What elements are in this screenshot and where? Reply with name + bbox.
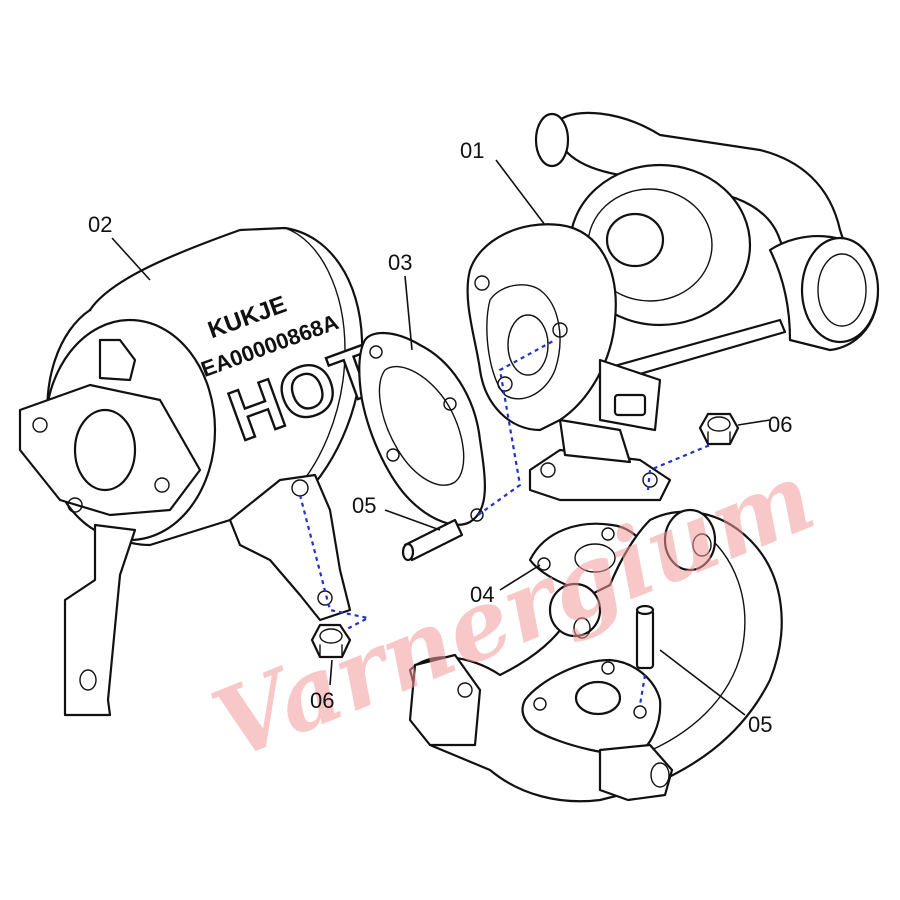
turbocharger: [466, 111, 880, 502]
callout-06-right: 06: [768, 412, 792, 437]
exhaust-manifold: [408, 508, 783, 803]
stud-lower: [635, 604, 655, 670]
callout-05-upper: 05: [352, 493, 376, 518]
callout-04: 04: [470, 582, 494, 607]
turbo-gasket: [358, 331, 486, 526]
assembly-guide-lines: [298, 339, 711, 706]
callout-02: 02: [88, 212, 112, 237]
callouts: 01 02 03 04 05 05 06 06: [88, 138, 792, 737]
nut-right: [698, 412, 740, 446]
callout-03: 03: [388, 250, 412, 275]
callout-06-left: 06: [310, 688, 334, 713]
callout-01: 01: [460, 138, 484, 163]
stud-upper: [401, 518, 464, 562]
nut-left: [310, 623, 352, 659]
callout-05-lower: 05: [748, 712, 772, 737]
heat-shield: KUKJE EA00000868A HOT: [18, 226, 390, 717]
